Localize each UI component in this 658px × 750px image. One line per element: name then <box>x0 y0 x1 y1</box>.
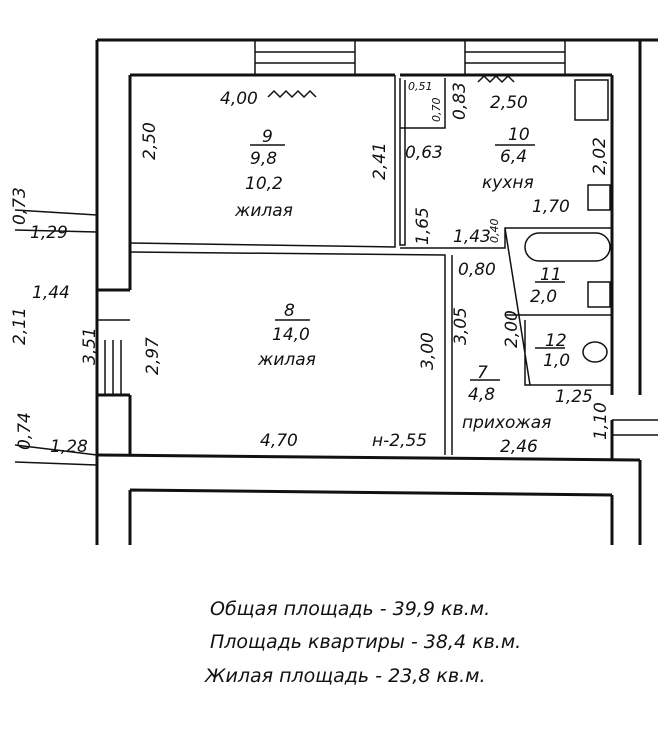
room-7-dim: 1,25 <box>555 387 593 407</box>
room-8-dim: н-2,55 <box>372 431 427 451</box>
balcony-dim: 0,73 <box>10 187 30 225</box>
room-10-dim: 0,63 <box>405 143 443 163</box>
room-7-dim: 1,10 <box>591 402 611 440</box>
room-9-number: 9 <box>262 127 273 147</box>
room-10-area: 6,4 <box>500 147 527 167</box>
closet-dim: 0,51 <box>408 80 433 93</box>
room-7-dim: 0,80 <box>458 260 496 280</box>
walls <box>14 38 658 545</box>
room-10-name: кухня <box>482 173 534 193</box>
balcony-dim: 0,74 <box>15 412 35 450</box>
room-9-area: 9,8 <box>250 149 277 169</box>
room-11-area: 2,0 <box>530 287 557 307</box>
room-12-number: 12 <box>545 331 567 351</box>
room-10-dim: 2,02 <box>590 137 610 175</box>
balcony-dim: 1,44 <box>32 283 70 303</box>
room-8-dim: 2,97 <box>143 337 163 375</box>
room-8-name: жилая <box>257 350 316 370</box>
balcony-dim: 2,11 <box>10 307 30 345</box>
balcony-dim: 1,29 <box>30 223 68 243</box>
room-11-number: 11 <box>540 265 562 285</box>
room-7-dim: 2,46 <box>500 437 538 457</box>
room-8-number: 8 <box>284 301 295 321</box>
closet-dim: 0,70 <box>430 98 443 123</box>
room-10-dim: 0,83 <box>450 82 470 120</box>
room-9-dim: 4,00 <box>220 89 258 109</box>
living-area: Жилая площадь - 23,8 кв.м. <box>204 665 486 687</box>
room-8-dim: 3,00 <box>418 332 438 370</box>
balcony-dim: 1,28 <box>50 437 88 457</box>
balcony-dim: 3,51 <box>80 327 100 365</box>
room-9-area-alt: 10,2 <box>245 174 283 194</box>
room-7-area: 4,8 <box>468 385 495 405</box>
room-12-area: 1,0 <box>543 351 570 371</box>
room-8-dim: 4,70 <box>260 431 298 451</box>
room-10-dim: 1,43 <box>453 227 491 247</box>
room-10-dim: 2,50 <box>490 93 528 113</box>
room-7-dim: 2,00 <box>502 310 522 348</box>
room-10-dim: 1,70 <box>532 197 570 217</box>
room-9-dim: 2,41 <box>370 142 390 180</box>
room-10-dim: 0,40 <box>488 219 501 244</box>
room-9-dim: 2,50 <box>140 122 160 160</box>
room-7-dim: 3,05 <box>451 307 471 345</box>
room-7-number: 7 <box>477 363 488 383</box>
room-8-area: 14,0 <box>272 325 310 345</box>
room-7-name: прихожая <box>462 413 551 433</box>
apartment-area: Площадь квартиры - 38,4 кв.м. <box>210 631 521 653</box>
room-10-number: 10 <box>508 125 530 145</box>
room-9-name: жилая <box>234 201 293 221</box>
room-10-dim: 1,65 <box>413 207 433 245</box>
total-area: Общая площадь - 39,9 кв.м. <box>210 598 490 620</box>
